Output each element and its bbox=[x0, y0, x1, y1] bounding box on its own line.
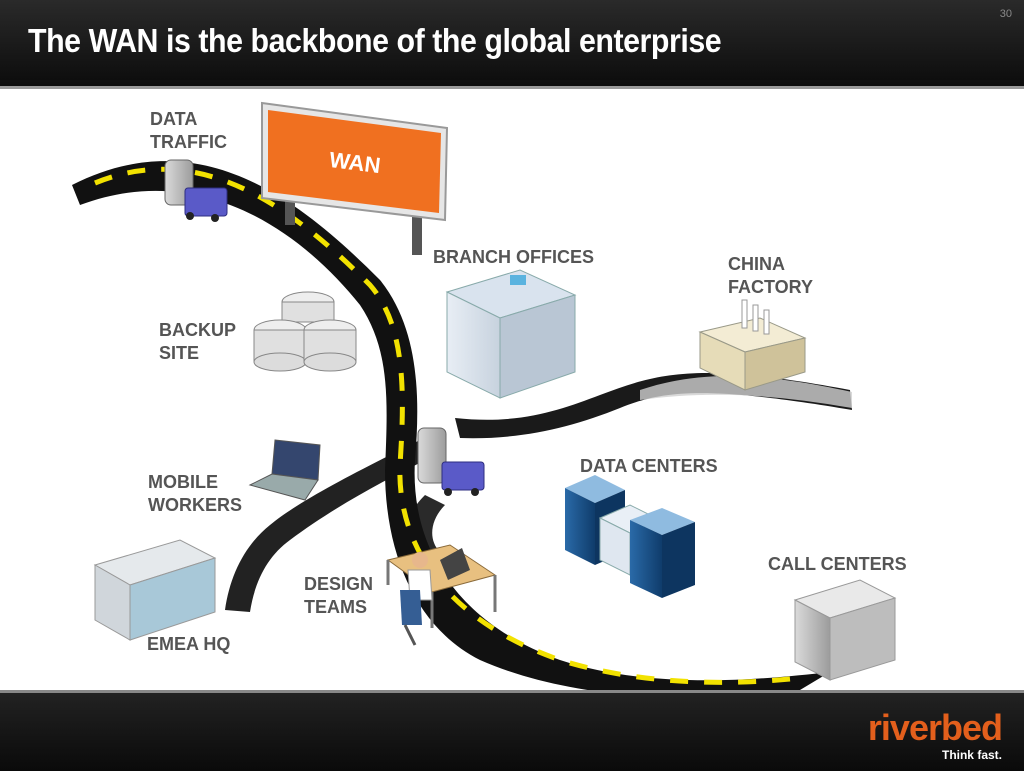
factory-icon bbox=[698, 299, 807, 391]
wan-billboard bbox=[261, 101, 449, 255]
call-center-building-icon bbox=[793, 579, 897, 681]
riverbed-logo: riverbed bbox=[867, 707, 1003, 748]
page-number: 30 bbox=[999, 8, 1012, 20]
designer-icon bbox=[386, 544, 497, 646]
slide-footer bbox=[0, 690, 1024, 771]
label-china-factory: CHINA FACTORY bbox=[728, 254, 814, 297]
brand-tagline: Think fast. bbox=[941, 748, 1002, 762]
database-icon bbox=[253, 291, 357, 372]
label-backup-site: BACKUP SITE bbox=[159, 320, 237, 363]
truck-icon bbox=[164, 159, 228, 222]
main-road bbox=[72, 161, 830, 698]
label-data-centers: DATA CENTERS bbox=[580, 456, 718, 476]
label-call-centers: CALL CENTERS bbox=[768, 554, 907, 574]
road-china bbox=[455, 372, 852, 439]
label-branch-offices: BRANCH OFFICES bbox=[433, 247, 594, 267]
label-mobile-workers: MOBILE WORKERS bbox=[148, 472, 242, 515]
slide-header: The WAN is the backbone of the global en… bbox=[0, 0, 1024, 89]
office-building-icon bbox=[445, 269, 577, 399]
slide-title: The WAN is the backbone of the global en… bbox=[28, 22, 722, 59]
road-mobile bbox=[225, 440, 430, 612]
label-design-teams: DESIGN TEAMS bbox=[304, 574, 374, 617]
label-data-traffic: DATA TRAFFIC bbox=[150, 109, 227, 152]
truck-icon bbox=[417, 427, 485, 496]
billboard-text: WAN bbox=[328, 147, 382, 178]
data-center-icon bbox=[565, 475, 695, 598]
laptop-icon bbox=[248, 439, 321, 501]
label-emea-hq: EMEA HQ bbox=[147, 634, 231, 654]
hq-building-icon bbox=[93, 539, 217, 641]
